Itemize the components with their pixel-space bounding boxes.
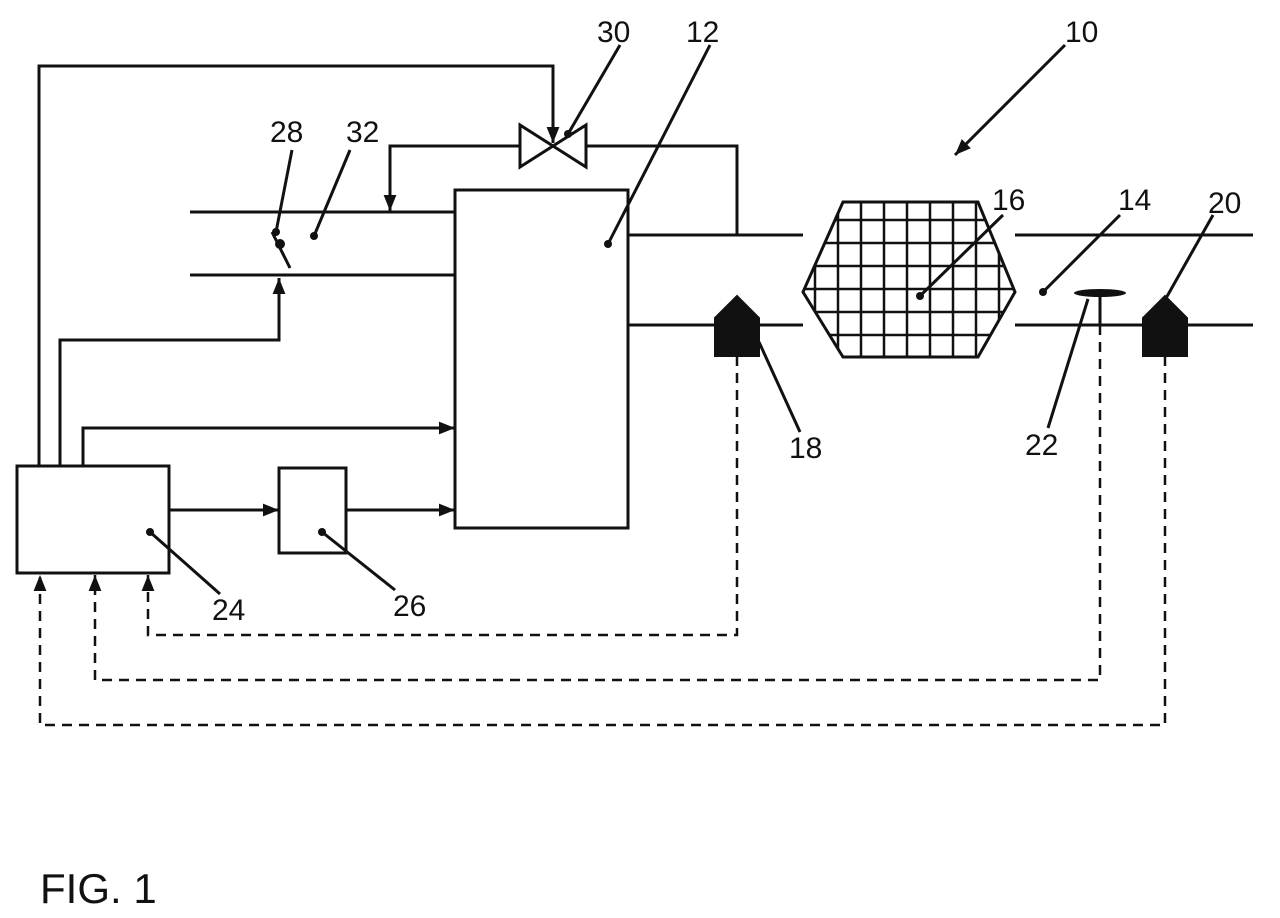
label-14: 14 — [1118, 184, 1151, 217]
figure-caption: FIG. 1 — [40, 865, 157, 912]
catalyst-converter — [795, 195, 1020, 365]
label-30: 30 — [597, 16, 630, 49]
label-24: 24 — [212, 594, 245, 627]
lambda-sensor-upstream — [715, 296, 759, 356]
unit-26 — [279, 468, 346, 553]
control-unit — [17, 466, 169, 573]
label-12: 12 — [686, 16, 719, 49]
label-20: 20 — [1208, 187, 1241, 220]
label-22: 22 — [1025, 429, 1058, 462]
intake-duct — [190, 212, 455, 275]
label-16: 16 — [992, 184, 1025, 217]
engine-block — [455, 190, 628, 528]
system-arrow — [955, 45, 1065, 155]
label-28: 28 — [270, 116, 303, 149]
control-lines — [39, 66, 737, 510]
lambda-sensor-downstream — [1143, 296, 1187, 356]
label-18: 18 — [789, 432, 822, 465]
label-32: 32 — [346, 116, 379, 149]
throttle-flap — [272, 232, 290, 268]
label-26: 26 — [393, 590, 426, 623]
label-10: 10 — [1065, 16, 1098, 49]
